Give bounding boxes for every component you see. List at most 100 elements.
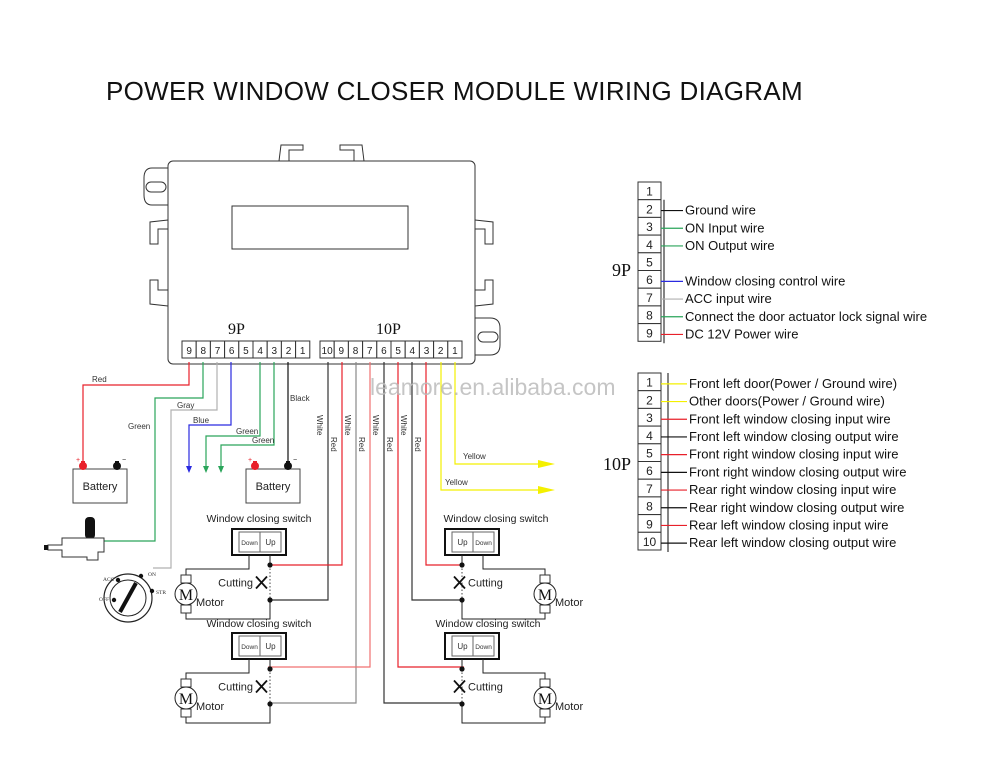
pin-9p-label: 8 — [201, 346, 207, 357]
wire-label-white-6: White — [371, 415, 380, 436]
battery-left-minus: − — [122, 457, 126, 464]
wire-label-blue: Blue — [193, 416, 210, 425]
legend-description: Rear right window closing input wire — [689, 482, 896, 497]
cutting-label: Cutting — [468, 682, 503, 694]
legend-description: ON Output wire — [685, 238, 775, 253]
legend-pin-number: 2 — [646, 393, 653, 407]
legend-description: Front right window closing output wire — [689, 464, 907, 479]
motor-label: Motor — [555, 597, 583, 609]
wire-10p-1 — [454, 362, 540, 465]
wire-label-red-7: Red — [357, 437, 366, 452]
door-lock-actuator — [44, 517, 105, 561]
motor-brush-bottom — [539, 708, 551, 718]
legend-pin-box — [637, 531, 662, 551]
switch-left-label: Down — [241, 540, 258, 547]
wire-10p-3 — [425, 362, 464, 566]
motor-brush-top — [539, 574, 551, 584]
battery-right: + − Battery — [245, 457, 301, 504]
junction-dot — [267, 562, 273, 568]
junction-dot — [459, 597, 465, 603]
pin-10p-1 — [447, 340, 463, 359]
junction-dot — [459, 562, 465, 568]
wire-label-white-4: White — [399, 415, 408, 436]
wires-9p — [82, 362, 289, 569]
wires-10p — [268, 362, 540, 704]
motor-brush-top — [180, 574, 192, 584]
switch-button-right[interactable] — [259, 635, 282, 657]
legend-description: Front right window closing input wire — [689, 447, 899, 462]
switch-title: Window closing switch — [206, 618, 311, 630]
wire-gray-acc — [153, 362, 218, 569]
junction-dot — [459, 701, 465, 707]
motor-label: Motor — [196, 597, 224, 609]
switch-button-right[interactable] — [259, 531, 282, 553]
pin-10p-label: 9 — [339, 346, 345, 357]
legend-pin-number: 5 — [646, 447, 653, 461]
motor-label: Motor — [196, 701, 224, 713]
legend-row: 5 — [637, 252, 662, 272]
scissors-icon — [255, 575, 268, 590]
pin-9p-1 — [295, 340, 311, 359]
pin-9p-label: 3 — [272, 346, 278, 357]
battery-left-label: Battery — [83, 481, 118, 493]
legend-description: ON Input wire — [685, 220, 764, 235]
pin-9p-label: 2 — [286, 346, 292, 357]
switch-right-label: Down — [475, 644, 492, 651]
cutting-label: Cutting — [468, 578, 503, 590]
junction-dot — [267, 666, 273, 672]
motor-label: Motor — [555, 701, 583, 713]
motor-brush-top — [539, 678, 551, 688]
legend-pin-number: 1 — [646, 185, 653, 199]
junction-dot — [267, 597, 273, 603]
motor-brush-bottom — [180, 604, 192, 614]
legend-description: Rear right window closing output wire — [689, 500, 904, 515]
pin-10p-label: 1 — [452, 346, 458, 357]
pin-9p-label: 6 — [229, 346, 235, 357]
switch-right-label: Up — [265, 642, 276, 651]
legend-pin-number: 8 — [646, 500, 653, 514]
switch-title: Window closing switch — [206, 513, 311, 525]
wire-10p-4 — [411, 362, 464, 601]
switch-left-label: Down — [241, 644, 258, 651]
legend-description: DC 12V Power wire — [685, 326, 798, 341]
legend-pin-number: 6 — [646, 273, 653, 287]
wire-motor-bottom — [185, 600, 271, 620]
legend-description: ACC input wire — [685, 291, 772, 306]
legend-pin-number: 8 — [646, 309, 653, 323]
watermark: leamore.en.alibaba.com — [370, 374, 615, 400]
wire-10p-8 — [268, 362, 357, 704]
legend-pin-box — [637, 323, 662, 342]
legend-row: 8 Rear right window closing output wire — [637, 496, 904, 516]
motor-icon — [533, 686, 557, 710]
switch-button-right[interactable] — [472, 531, 495, 553]
legend-row: 1 — [637, 181, 662, 201]
switch-button-right[interactable] — [472, 635, 495, 657]
pin-10p-label: 3 — [424, 346, 430, 357]
motor-brush-bottom — [180, 708, 192, 718]
legend-description: Rear left window closing output wire — [689, 535, 896, 550]
legend-pin-number: 2 — [646, 202, 653, 216]
legend-row: 5 Front right window closing input wire — [637, 443, 899, 462]
wire-label-red-9: Red — [329, 437, 338, 452]
pin-10p-label: 6 — [381, 346, 387, 357]
wire-label-green-2: Green — [252, 436, 274, 445]
legend-pin-number: 1 — [646, 376, 653, 390]
legend-description: Window closing control wire — [685, 273, 845, 288]
junction-dot — [267, 701, 273, 707]
battery-right-label: Battery — [256, 481, 291, 493]
legend-description: Other doors(Power / Ground wire) — [689, 394, 885, 409]
switch-right-label: Up — [265, 538, 276, 547]
arrow-blue — [186, 466, 192, 473]
arrow-green-1 — [203, 466, 209, 473]
